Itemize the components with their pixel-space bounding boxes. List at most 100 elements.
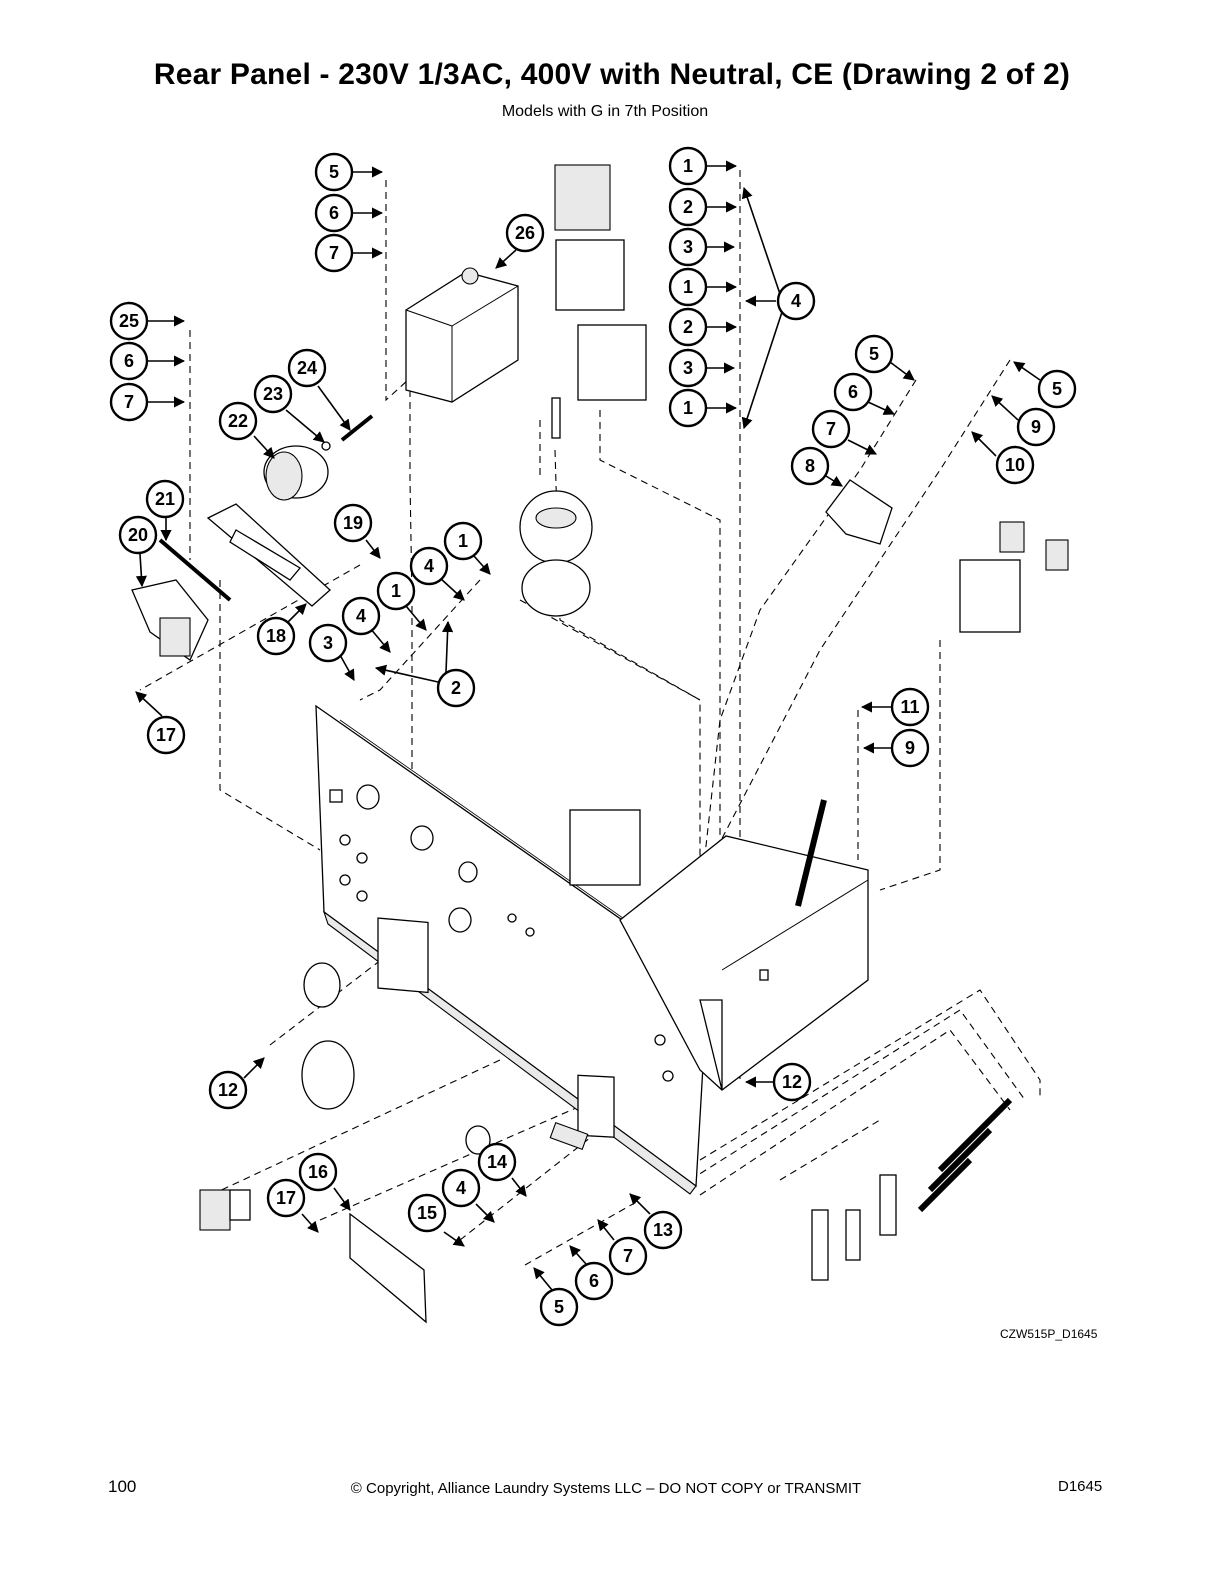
svg-text:3: 3 [323,633,333,653]
callout-7: 7 [608,1236,648,1276]
svg-text:13: 13 [653,1220,673,1240]
callout-23: 23 [253,374,293,414]
svg-text:8: 8 [805,456,815,476]
callout-24: 24 [287,348,327,388]
callout-1: 1 [443,521,483,561]
callout-7: 7 [811,409,851,449]
svg-text:4: 4 [456,1178,466,1198]
svg-text:25: 25 [119,311,139,331]
callout-2: 2 [668,187,708,227]
svg-text:4: 4 [356,606,366,626]
callout-17: 17 [266,1178,306,1218]
svg-text:24: 24 [297,358,317,378]
svg-text:6: 6 [589,1271,599,1291]
relay-8 [825,479,893,545]
callout-26: 26 [505,213,545,253]
document-code: D1645 [1058,1478,1103,1495]
callout-25: 25 [109,301,149,341]
svg-text:1: 1 [458,531,468,551]
svg-text:17: 17 [156,725,176,745]
contactor-stack [554,164,647,886]
svg-text:1: 1 [683,277,693,297]
svg-text:9: 9 [905,738,915,758]
callout-7: 7 [314,233,354,273]
callout-3: 3 [668,227,708,267]
assembly-dash-lines [139,170,1041,1266]
callout-5: 5 [539,1287,579,1327]
svg-text:6: 6 [848,382,858,402]
svg-text:18: 18 [266,626,286,646]
callout-4: 4 [341,596,381,636]
callout-1: 1 [668,388,708,428]
svg-text:23: 23 [263,384,283,404]
svg-text:2: 2 [683,197,693,217]
callout-1: 1 [668,146,708,186]
svg-text:1: 1 [683,156,693,176]
callout-4: 4 [441,1168,481,1208]
callout-6: 6 [109,341,149,381]
cover-plate-16 [349,1212,427,1324]
module-20 [131,579,209,661]
svg-text:19: 19 [343,513,363,533]
svg-text:4: 4 [424,556,434,576]
svg-text:1: 1 [391,581,401,601]
svg-text:7: 7 [329,243,339,263]
svg-text:2: 2 [451,678,461,698]
svg-text:6: 6 [124,351,134,371]
copyright-notice: © Copyright, Alliance Laundry Systems LL… [350,1480,862,1497]
svg-text:5: 5 [554,1297,564,1317]
svg-text:5: 5 [329,162,339,182]
right-box-bracket [619,835,869,1091]
callout-5: 5 [854,334,894,374]
page-title: Rear Panel - 230V 1/3AC, 400V with Neutr… [153,58,1071,91]
rear-panel-plate [315,704,709,1195]
callout-13: 13 [643,1210,683,1250]
svg-text:22: 22 [228,411,248,431]
callout-1: 1 [668,267,708,307]
svg-text:26: 26 [515,223,535,243]
callout-20: 20 [118,515,158,555]
cable-gland [199,962,491,1231]
relay-module-right [959,521,1069,633]
svg-text:9: 9 [1031,417,1041,437]
pulley-assembly [519,397,593,617]
svg-text:20: 20 [128,525,148,545]
callout-15: 15 [407,1193,447,1233]
transformer-box [405,267,519,403]
callout-22: 22 [218,401,258,441]
callout-19: 19 [333,503,373,543]
callout-18: 18 [256,616,296,656]
svg-text:7: 7 [826,419,836,439]
svg-text:12: 12 [782,1072,802,1092]
callout-4: 4 [776,281,816,321]
callout-1: 1 [376,571,416,611]
callout-5: 5 [314,152,354,192]
callout-4: 4 [409,546,449,586]
parts-art [131,164,1069,1324]
callout-9: 9 [1016,407,1056,447]
wheel-22 [263,445,329,501]
callout-6: 6 [314,193,354,233]
svg-text:10: 10 [1005,455,1025,475]
svg-text:4: 4 [791,291,801,311]
svg-text:3: 3 [683,358,693,378]
callout-12: 12 [208,1070,248,1110]
cord-set-right [811,1097,1013,1281]
callout-9: 9 [890,728,930,768]
svg-text:1: 1 [683,398,693,418]
callout-2: 2 [436,668,476,708]
callout-12: 12 [772,1062,812,1102]
page-number: 100 [108,1477,137,1496]
svg-text:7: 7 [623,1246,633,1266]
callout-10: 10 [995,445,1035,485]
callout-8: 8 [790,446,830,486]
svg-text:15: 15 [417,1203,437,1223]
svg-text:6: 6 [329,203,339,223]
callout-17: 17 [146,715,186,755]
svg-text:3: 3 [683,237,693,257]
callout-3: 3 [668,348,708,388]
svg-text:17: 17 [276,1188,296,1208]
callout-7: 7 [109,382,149,422]
svg-text:21: 21 [155,489,175,509]
